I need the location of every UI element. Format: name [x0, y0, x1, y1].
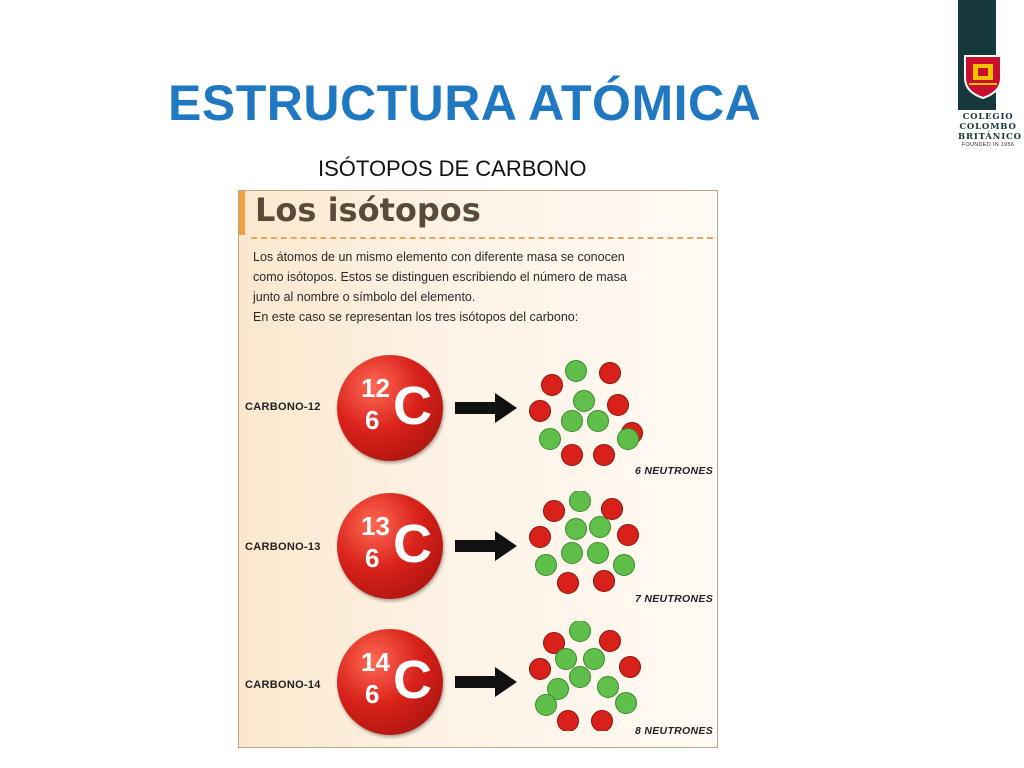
isotopes-infographic: Los isótopos Los átomos de un mismo elem…: [238, 190, 718, 748]
proton: [529, 526, 551, 548]
proton: [599, 362, 621, 384]
atomic-number: 6: [365, 543, 380, 573]
proton: [529, 400, 551, 422]
neutron: [613, 554, 635, 576]
description-line: como isótopos. Estos se distinguen escri…: [253, 270, 627, 284]
proton: [619, 656, 641, 678]
proton: [601, 498, 623, 520]
mass-number: 14: [361, 647, 390, 677]
isotope-row-carbon-13: CARBONO-13 13 6 C 7 NEUTRONES: [239, 483, 717, 613]
neutron: [587, 410, 609, 432]
element-symbol: C: [393, 650, 432, 710]
isotope-symbol-ball: 13 6 C: [337, 493, 443, 599]
isotope-row-carbon-14: CARBONO-14 14 6 C 8 NEUTRONES: [239, 617, 717, 747]
arrow-right-icon: [455, 531, 517, 561]
isotope-symbol-ball: 14 6 C: [337, 629, 443, 735]
neutron: [597, 676, 619, 698]
proton: [529, 658, 551, 680]
panel-description: Los átomos de un mismo elemento con dife…: [253, 247, 709, 327]
arrow-right-icon: [455, 393, 517, 423]
nucleus-diagram: [529, 360, 643, 466]
nucleus-diagram: [529, 621, 641, 731]
proton: [591, 710, 613, 731]
isotope-label: CARBONO-12: [245, 401, 321, 413]
panel-divider: [251, 237, 713, 239]
logo-founded: FOUNDED IN 1956: [961, 142, 1015, 148]
arrow-right-icon: [455, 667, 517, 697]
proton: [543, 632, 565, 654]
neutron: [587, 542, 609, 564]
mass-number: 12: [361, 373, 390, 403]
logo-text-3: BRITÁNICO: [958, 132, 1022, 142]
neutron: [569, 666, 591, 688]
proton: [543, 500, 565, 522]
slide-title: ESTRUCTURA ATÓMICA: [168, 75, 762, 131]
neutron: [569, 491, 591, 512]
proton: [607, 394, 629, 416]
proton: [593, 444, 615, 466]
logo-text-2: COLOMBO: [959, 122, 1017, 132]
neutron: [539, 428, 561, 450]
proton: [617, 524, 639, 546]
proton: [557, 572, 579, 594]
isotope-label: CARBONO-13: [245, 541, 321, 553]
neutron-count-label: 7 NEUTRONES: [635, 593, 713, 605]
slide-subtitle: ISÓTOPOS DE CARBONO: [318, 156, 587, 181]
proton: [541, 374, 563, 396]
proton: [593, 570, 615, 592]
isotope-row-carbon-12: CARBONO-12 12 6 C 6 NEUTRONES: [239, 349, 717, 479]
description-line: Los átomos de un mismo elemento con dife…: [253, 250, 625, 264]
isotope-symbol-ball: 12 6 C: [337, 355, 443, 461]
crest-icon: [964, 55, 1002, 100]
element-symbol: C: [393, 376, 432, 436]
neutron: [547, 678, 569, 700]
neutron: [561, 410, 583, 432]
isotope-label: CARBONO-14: [245, 679, 321, 691]
neutron: [561, 542, 583, 564]
neutron: [535, 694, 557, 716]
element-symbol: C: [393, 514, 432, 574]
panel-heading: Los isótopos: [255, 191, 481, 229]
neutron: [565, 360, 587, 382]
proton: [599, 630, 621, 652]
neutron: [555, 648, 577, 670]
neutron: [535, 554, 557, 576]
neutron: [565, 518, 587, 540]
neutron: [573, 390, 595, 412]
panel-accent-stripe: [239, 191, 245, 235]
neutron: [583, 648, 605, 670]
neutron: [589, 516, 611, 538]
proton: [557, 710, 579, 731]
neutron: [569, 621, 591, 642]
description-line: junto al nombre o símbolo del elemento.: [253, 290, 476, 304]
neutron: [615, 692, 637, 714]
logo-text-1: COLEGIO: [962, 112, 1014, 122]
neutron-count-label: 8 NEUTRONES: [635, 725, 713, 737]
atomic-number: 6: [365, 679, 380, 709]
proton: [561, 444, 583, 466]
neutron-count-label: 6 NEUTRONES: [635, 465, 713, 477]
neutron: [617, 428, 639, 450]
description-line: En este caso se representan los tres isó…: [253, 310, 579, 324]
nucleus-diagram: [529, 491, 639, 594]
atomic-number: 6: [365, 405, 380, 435]
mass-number: 13: [361, 511, 390, 541]
